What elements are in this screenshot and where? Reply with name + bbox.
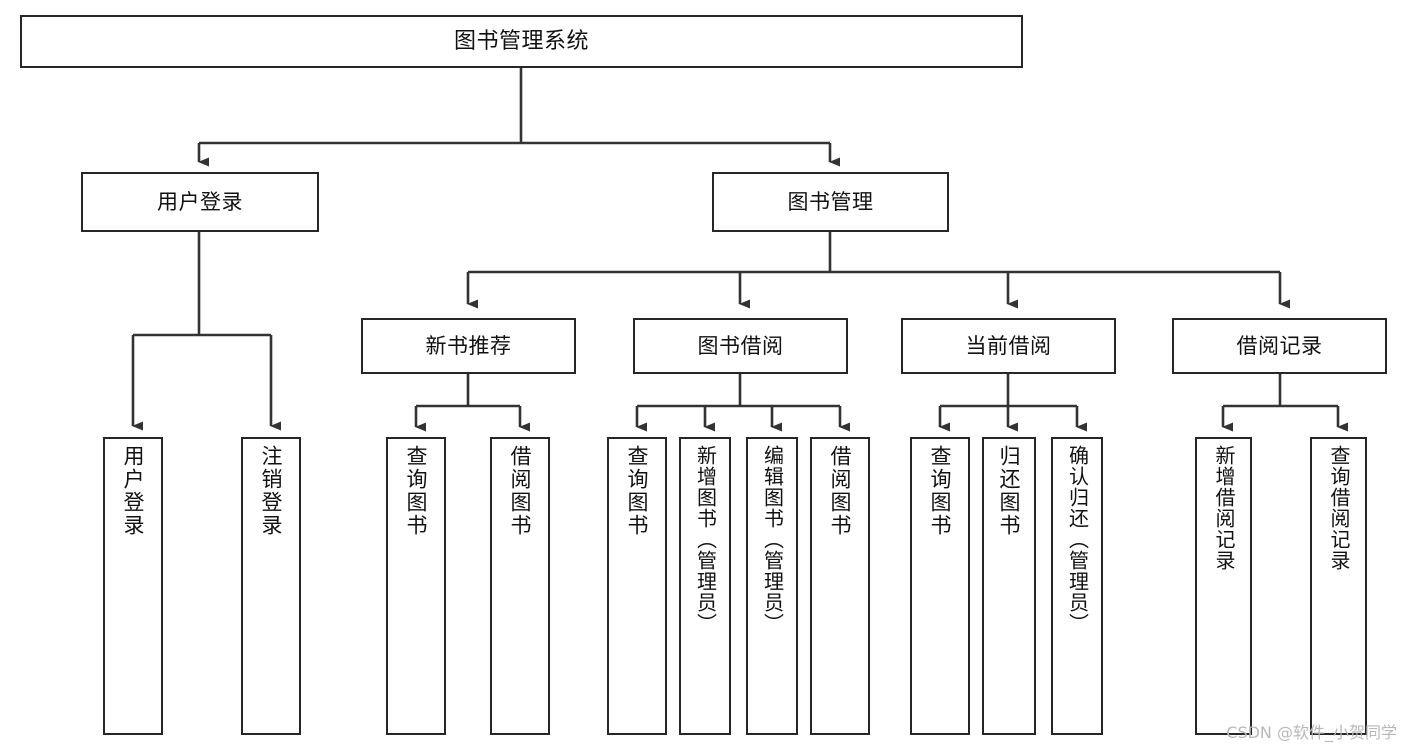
node-borrow-record[interactable]: 借阅记录 xyxy=(1172,318,1387,374)
node-book-management[interactable]: 图书管理 xyxy=(712,172,949,232)
node-label: 确认归还（管理员） xyxy=(1065,445,1090,634)
node-user-login[interactable]: 用户登录 xyxy=(81,172,319,232)
node-book-borrow[interactable]: 图书借阅 xyxy=(633,318,848,374)
leaf-user-login[interactable]: 用户登录 xyxy=(103,437,163,735)
node-label: 图书管理 xyxy=(787,189,874,214)
node-label: 归还图书 xyxy=(997,445,1022,537)
node-label: 查询借阅记录 xyxy=(1327,445,1351,571)
node-label: 当前借阅 xyxy=(965,333,1052,358)
node-label: 用户登录 xyxy=(121,445,146,537)
node-label: 查询图书 xyxy=(625,445,650,537)
node-label: 查询图书 xyxy=(928,445,953,537)
leaf-query-book-current[interactable]: 查询图书 xyxy=(910,437,970,735)
csdn-watermark: CSDN @软件_小贺同学 xyxy=(1226,723,1397,742)
node-label: 新书推荐 xyxy=(425,333,512,358)
leaf-add-borrow-record[interactable]: 新增借阅记录 xyxy=(1195,437,1252,735)
node-label: 编辑图书（管理员） xyxy=(760,445,785,634)
edge-book-borrow-to-leaves xyxy=(635,374,850,432)
node-label: 注销登录 xyxy=(259,445,284,537)
edge-borrow-record-to-leaves xyxy=(1221,374,1348,432)
node-label: 新增借阅记录 xyxy=(1212,445,1236,571)
node-label: 查询图书 xyxy=(404,445,429,537)
leaf-return-book[interactable]: 归还图书 xyxy=(982,437,1036,735)
edge-root-to-level1 xyxy=(197,68,840,167)
node-label: 图书管理系统 xyxy=(453,28,589,54)
edge-current-borrow-to-leaves xyxy=(938,374,1087,432)
leaf-logout[interactable]: 注销登录 xyxy=(241,437,301,735)
node-label: 新增图书（管理员） xyxy=(693,445,718,634)
node-label: 用户登录 xyxy=(157,189,243,214)
leaf-confirm-return-admin[interactable]: 确认归还（管理员） xyxy=(1051,437,1103,735)
leaf-query-borrow-record[interactable]: 查询借阅记录 xyxy=(1310,437,1367,735)
node-new-book-recommend[interactable]: 新书推荐 xyxy=(361,318,576,374)
leaf-add-book-admin[interactable]: 新增图书（管理员） xyxy=(679,437,731,735)
node-label: 借阅图书 xyxy=(828,445,853,537)
leaf-query-book-recommend[interactable]: 查询图书 xyxy=(386,437,446,735)
node-current-borrow[interactable]: 当前借阅 xyxy=(901,318,1116,374)
edge-user-login-to-leaves xyxy=(131,232,281,431)
leaf-edit-book-admin[interactable]: 编辑图书（管理员） xyxy=(746,437,798,735)
node-root-book-management-system[interactable]: 图书管理系统 xyxy=(20,15,1023,68)
node-label: 借阅图书 xyxy=(508,445,533,537)
node-label: 借阅记录 xyxy=(1236,333,1323,358)
edge-book-manage-to-level2 xyxy=(466,232,1290,309)
edge-new-book-recommend-to-leaves xyxy=(414,374,530,432)
leaf-borrow-book[interactable]: 借阅图书 xyxy=(810,437,870,735)
leaf-borrow-book-recommend[interactable]: 借阅图书 xyxy=(490,437,550,735)
leaf-query-book-borrow[interactable]: 查询图书 xyxy=(607,437,667,735)
node-label: 图书借阅 xyxy=(697,333,784,358)
